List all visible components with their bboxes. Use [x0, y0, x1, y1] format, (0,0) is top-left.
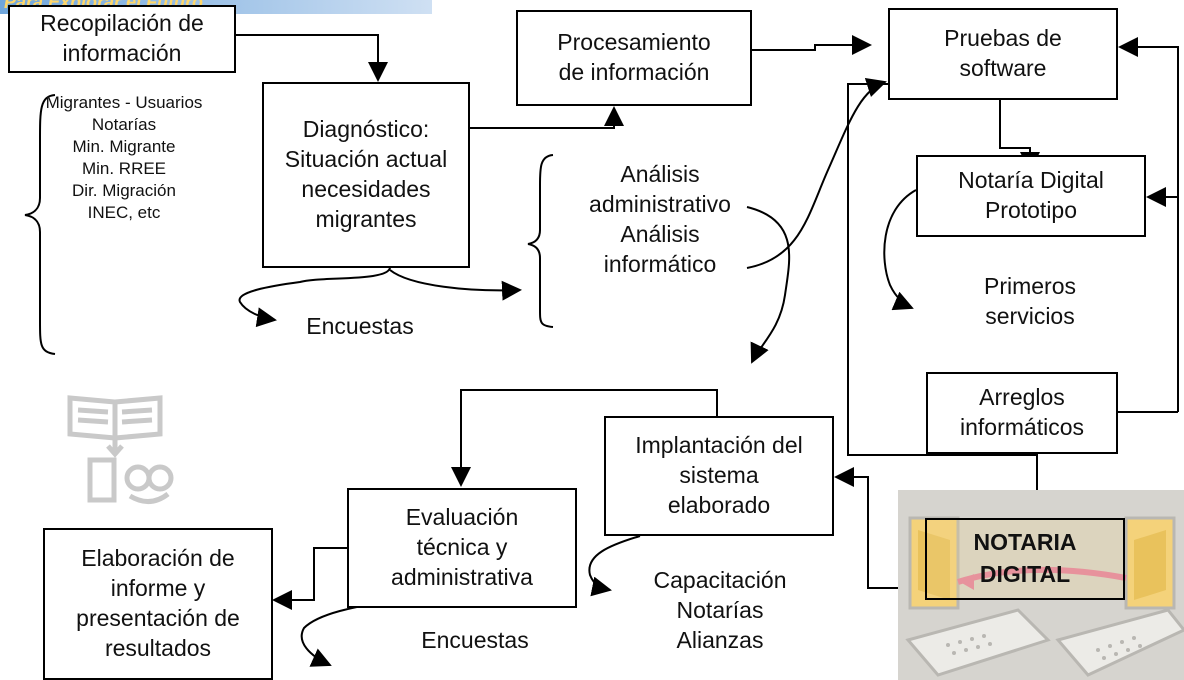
arrow-loop-pruebas: [1118, 37, 1179, 412]
arrow-diagnostico-procesamiento: [468, 106, 624, 129]
label-encuestas-1: Encuestas: [306, 313, 414, 339]
notaria-digital-label: NOTARIA DIGITAL: [925, 518, 1125, 600]
label-sources: Migrantes - Usuarios Notarías Min. Migra…: [45, 93, 203, 223]
brace-sources: [24, 94, 56, 355]
box-arreglos: Arreglos informáticos: [926, 372, 1118, 454]
box-evaluacion: Evaluación técnica y administrativa: [347, 488, 577, 608]
arrow-notaria-implantacion: [834, 467, 907, 589]
arrow-implantacion-capacitacion: [588, 535, 641, 597]
arrow-pruebas-notaria: [847, 83, 1047, 512]
arrow-implantacion-evaluacion: [451, 389, 718, 487]
box-notaria-prototipo: Notaría Digital Prototipo: [916, 155, 1146, 237]
box-recopilacion: Recopilación de información: [8, 5, 236, 73]
book-reader-icon: [67, 395, 174, 504]
box-implantacion: Implantación del sistema elaborado: [604, 416, 834, 536]
arrow-analisis-implantacion: [746, 206, 791, 364]
label-capacitacion: Capacitación Notarías Alianzas: [653, 567, 787, 653]
computers-icon: [898, 490, 1184, 680]
brace-analisis: [527, 154, 554, 328]
arrow-analisis-pruebas: [746, 77, 887, 269]
label-analisis: Análisis administrativo Análisis informá…: [589, 161, 731, 277]
arrow-procesamiento-pruebas: [752, 35, 872, 55]
arrow-recopilacion-diagnostico: [235, 34, 388, 82]
box-pruebas: Pruebas de software: [888, 8, 1118, 100]
arrow-prototipo-primeros: [883, 189, 917, 311]
label-encuestas-2: Encuestas: [421, 627, 529, 653]
box-procesamiento: Procesamiento de información: [516, 10, 752, 106]
box-diagnostico: Diagnóstico: Situación actual necesidade…: [262, 82, 470, 268]
box-informe: Elaboración de informe y presentación de…: [43, 528, 273, 680]
label-primeros: Primeros servicios: [983, 273, 1076, 329]
arrow-diagnostico-encuestas: [238, 266, 391, 328]
arrow-evaluacion-informe: [272, 547, 347, 610]
arrow-evaluacion-encuestas: [300, 597, 406, 667]
arrow-diagnostico-analisis: [389, 269, 522, 301]
